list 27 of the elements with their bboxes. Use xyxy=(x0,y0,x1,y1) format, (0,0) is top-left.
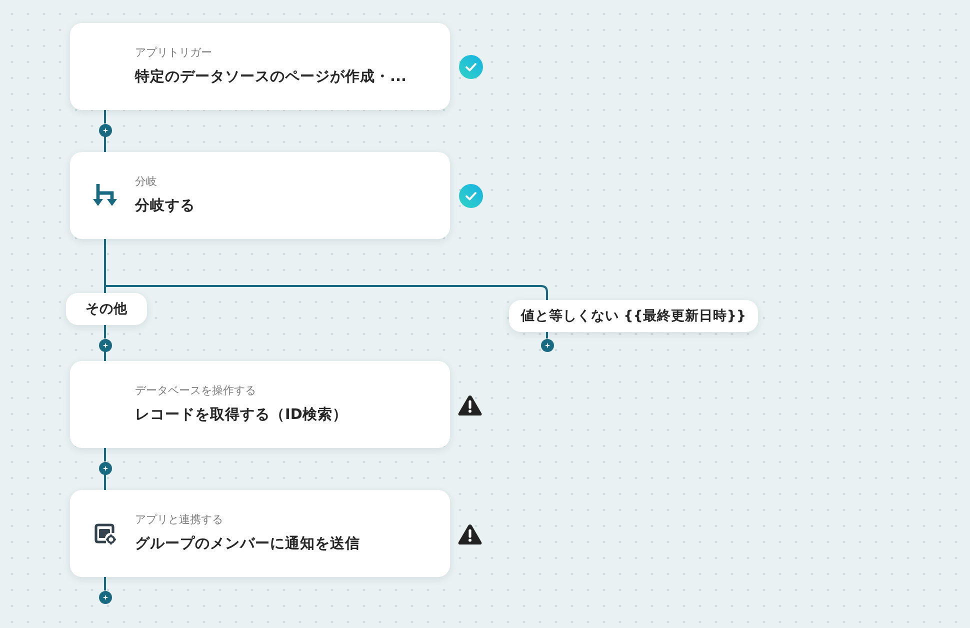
connector-line xyxy=(104,325,106,338)
plus-circle-icon xyxy=(98,338,112,352)
step-category: データベースを操作する xyxy=(135,384,256,398)
step-title: 分岐する xyxy=(135,196,195,216)
step-category: アプリと連携する xyxy=(135,513,223,527)
connector-line xyxy=(104,110,106,124)
connector-line xyxy=(104,448,106,462)
branch-label: 値と等しくない {{最終更新日時}} xyxy=(509,300,758,332)
step-card xyxy=(70,490,450,577)
step-category: アプリトリガー xyxy=(135,46,212,60)
plus-circle-icon xyxy=(98,590,112,604)
step-title: グループのメンバーに通知を送信 xyxy=(135,534,360,554)
plus-circle-icon xyxy=(540,338,554,352)
connector-line xyxy=(104,474,106,490)
connector-line xyxy=(104,352,106,361)
connector-line xyxy=(104,136,106,152)
connector-line xyxy=(104,577,106,590)
step-category: 分岐 xyxy=(135,175,157,189)
plus-circle-icon xyxy=(98,462,112,474)
step-card xyxy=(70,361,450,448)
step-title: 特定のデータソースのページが作成・... xyxy=(135,68,407,87)
branch-label: その他 xyxy=(66,293,147,325)
connector-line xyxy=(546,332,548,338)
step-title: レコードを取得する（ID検索） xyxy=(135,406,348,425)
step-card xyxy=(70,152,450,239)
plus-circle-icon xyxy=(98,124,112,136)
step-card xyxy=(70,23,450,110)
